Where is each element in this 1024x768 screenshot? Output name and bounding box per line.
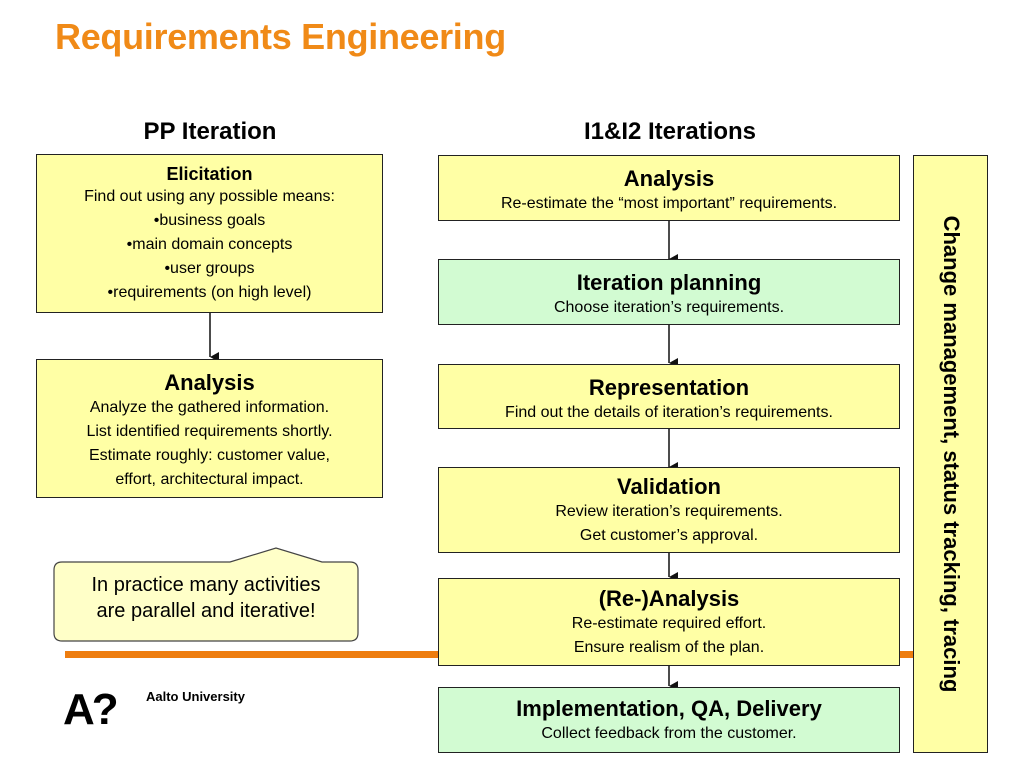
implementation-heading: Implementation, QA, Delivery: [516, 696, 822, 721]
re-analysis-box: (Re-)Analysis Re-estimate required effor…: [438, 578, 900, 666]
iteration-planning-heading: Iteration planning: [576, 270, 762, 295]
elicitation-line: •user groups: [164, 260, 255, 277]
validation-heading: Validation: [617, 474, 721, 499]
validation-line: Get customer’s approval.: [579, 527, 759, 544]
iteration-analysis-heading: Analysis: [623, 166, 715, 191]
iteration-planning-line: Choose iteration’s requirements.: [553, 299, 785, 316]
elicitation-line: •requirements (on high level): [107, 284, 312, 301]
change-management-bar: Change management, status tracking, trac…: [913, 155, 988, 753]
implementation-line: Collect feedback from the customer.: [541, 725, 797, 742]
re-analysis-line: Re-estimate required effort.: [571, 615, 767, 632]
pp-analysis-line: List identified requirements shortly.: [86, 423, 333, 440]
representation-line: Find out the details of iteration’s requ…: [505, 404, 833, 421]
representation-box: Representation Find out the details of i…: [438, 364, 900, 429]
column-heading-pp-iteration: PP Iteration: [143, 118, 277, 145]
representation-heading: Representation: [588, 375, 750, 400]
column-heading-i1-i2-iterations: I1&I2 Iterations: [583, 118, 757, 145]
pp-analysis-line: Estimate roughly: customer value,: [89, 447, 330, 464]
pp-analysis-box: Analysis Analyze the gathered informatio…: [36, 359, 383, 498]
pp-analysis-line: Analyze the gathered information.: [89, 399, 330, 416]
aalto-logo-icon: A?: [63, 685, 119, 734]
elicitation-line: Find out using any possible means:: [84, 188, 335, 205]
iteration-analysis-line: Re-estimate the “most important” require…: [500, 195, 838, 212]
re-analysis-heading: (Re-)Analysis: [598, 586, 740, 611]
slide-title: Requirements Engineering: [55, 16, 506, 57]
iteration-analysis-box: Analysis Re-estimate the “most important…: [438, 155, 900, 221]
callout-line: In practice many activities: [91, 574, 321, 596]
callout-bubble: [53, 547, 359, 642]
change-management-label: Change management, status tracking, trac…: [938, 215, 964, 693]
validation-line: Review iteration’s requirements.: [555, 503, 783, 520]
validation-box: Validation Review iteration’s requiremen…: [438, 467, 900, 553]
pp-analysis-line: effort, architectural impact.: [115, 471, 304, 488]
iteration-planning-box: Iteration planning Choose iteration’s re…: [438, 259, 900, 325]
callout-line: are parallel and iterative!: [96, 600, 316, 622]
elicitation-heading: Elicitation: [166, 164, 253, 184]
pp-analysis-heading: Analysis: [164, 370, 255, 395]
elicitation-box: Elicitation Find out using any possible …: [36, 154, 383, 313]
elicitation-line: •business goals: [153, 212, 266, 229]
elicitation-line: •main domain concepts: [126, 236, 293, 253]
re-analysis-line: Ensure realism of the plan.: [573, 639, 765, 656]
callout-text: In practice many activities are parallel…: [52, 572, 360, 624]
aalto-university-label: Aalto University: [146, 689, 245, 704]
implementation-box: Implementation, QA, Delivery Collect fee…: [438, 687, 900, 753]
